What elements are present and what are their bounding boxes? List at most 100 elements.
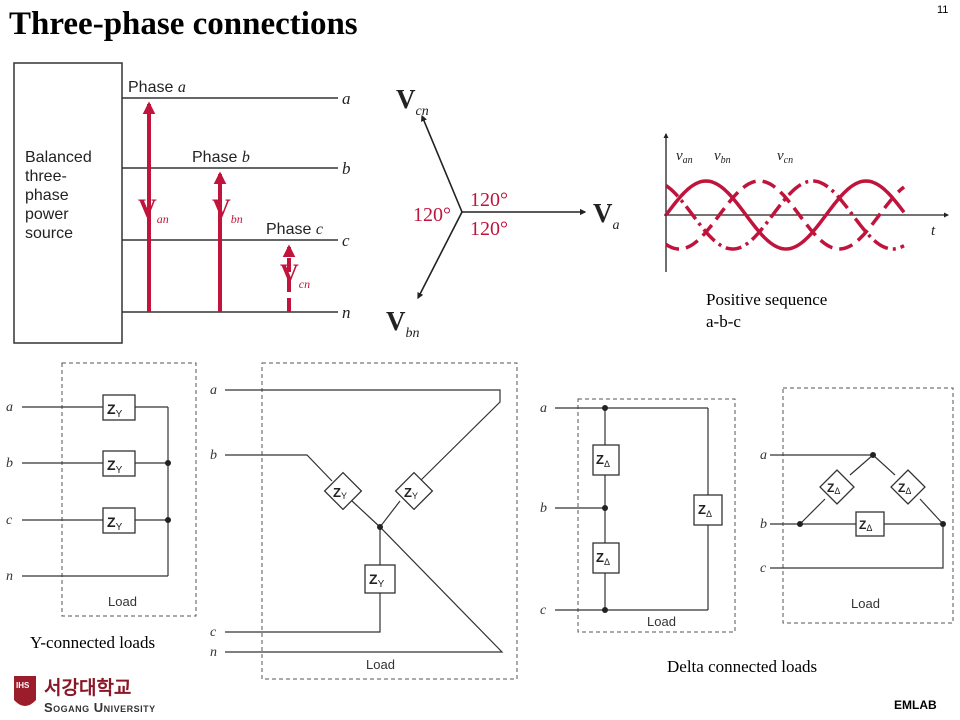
voltage-label-van: Van <box>138 194 169 226</box>
delta-large-terminal-a: a <box>760 448 767 463</box>
y-large-zy-right-label: ZY <box>404 485 418 501</box>
y-large-wire-n <box>225 526 504 653</box>
y-small-terminal-b: b <box>6 456 13 471</box>
phasor-vcn-arrow <box>421 114 463 213</box>
y-small-node-c <box>165 517 171 523</box>
university-seal-text: IHS <box>16 681 30 690</box>
y-large-neutral-node <box>377 524 383 530</box>
y-load-large-diagram: ZY ZY ZY a b c n Load <box>210 362 518 680</box>
y-small-terminal-a: a <box>6 400 13 415</box>
delta-small-node-a <box>602 405 608 411</box>
y-large-wire-b <box>225 454 333 482</box>
delta-large-load-label: Load <box>851 596 880 611</box>
footer-mark: EMLAB <box>894 698 937 712</box>
power-source-box <box>13 62 123 344</box>
waveform-time-label: t <box>931 223 936 239</box>
university-name-korean: 서강대학교 <box>44 677 131 699</box>
voltage-label-vcn: Vcn <box>280 259 310 291</box>
delta-small-node-c <box>602 607 608 613</box>
waveform-label-vcn: vcn <box>777 148 793 166</box>
y-small-zy-a-label: ZY <box>107 401 123 420</box>
y-large-wire-a <box>225 389 501 486</box>
delta-load-large-boundary <box>782 387 954 624</box>
waveform-label-van: van <box>676 148 693 166</box>
university-logo: IHS 서강대학교 Sogang University <box>14 676 156 715</box>
y-small-node-b <box>165 460 171 466</box>
delta-large-node-a <box>870 452 876 458</box>
three-phase-source-diagram: Balanced three- phase power source Phase… <box>13 62 351 344</box>
phase-a-label: Phase a <box>128 79 186 96</box>
delta-small-terminal-b: b <box>540 501 547 516</box>
waveform-plot: van vbn vcn t <box>663 132 950 272</box>
y-large-terminal-b: b <box>210 448 217 463</box>
source-box-label: Balanced three- phase power source <box>25 149 96 242</box>
delta-large-node-b <box>797 521 803 527</box>
y-large-zy-left <box>323 471 363 511</box>
y-small-zy-c-label: ZY <box>107 514 123 533</box>
delta-small-terminal-c: c <box>540 603 547 618</box>
delta-large-z-right <box>890 469 926 505</box>
delta-large-z-left-label: ZΔ <box>827 481 840 496</box>
delta-large-edge-right-down <box>919 498 944 525</box>
positive-sequence-caption: Positive sequence a-b-c <box>706 289 827 333</box>
y-large-terminal-c: c <box>210 625 217 640</box>
y-small-terminal-c: c <box>6 513 13 528</box>
delta-large-terminal-b: b <box>760 517 767 532</box>
delta-load-large-diagram: ZΔ ZΔ ZΔ a b c Load <box>760 387 954 624</box>
y-large-branch-right <box>379 500 401 528</box>
university-name-english: Sogang University <box>44 700 156 715</box>
voltage-label-vbn: Vbn <box>212 194 243 226</box>
university-seal-icon <box>14 676 36 706</box>
phasor-vbn-arrow <box>417 211 463 300</box>
delta-connected-caption: Delta connected loads <box>667 657 818 676</box>
angle-label-left: 120° <box>413 204 451 226</box>
phasor-label-vbn: Vbn <box>386 306 420 341</box>
delta-small-z-ab-label: ZΔ <box>596 452 610 469</box>
y-large-zy-bottom-label: ZY <box>369 571 385 590</box>
y-small-zy-b <box>102 450 136 477</box>
y-small-zy-c <box>102 507 136 534</box>
delta-large-terminal-c: c <box>760 561 767 576</box>
y-large-load-label: Load <box>366 657 395 672</box>
terminal-label-n: n <box>342 303 351 322</box>
phasor-label-va: Va <box>593 198 620 233</box>
positive-sequence-line2: a-b-c <box>706 312 741 331</box>
delta-small-z-ab <box>592 444 620 476</box>
angle-label-upper: 120° <box>470 189 508 211</box>
delta-small-terminal-a: a <box>540 401 547 416</box>
terminal-label-a: a <box>342 89 351 108</box>
y-large-zy-bottom <box>364 564 396 594</box>
y-large-zy-left-label: ZY <box>333 485 347 501</box>
delta-small-z-bc <box>592 542 620 574</box>
phase-b-label: Phase b <box>192 149 250 166</box>
y-small-zy-b-label: ZY <box>107 457 123 476</box>
delta-small-node-b <box>602 505 608 511</box>
delta-large-z-left <box>819 469 855 505</box>
delta-small-load-label: Load <box>647 614 676 629</box>
delta-load-small-diagram: ZΔ ZΔ ZΔ a b c Load <box>540 398 736 633</box>
delta-large-edge-right-up <box>872 454 896 476</box>
terminal-label-b: b <box>342 159 351 178</box>
terminal-label-c: c <box>342 231 350 250</box>
y-large-terminal-n: n <box>210 645 217 660</box>
delta-load-small-boundary <box>577 398 736 633</box>
y-large-branch-left <box>351 500 381 528</box>
delta-large-z-right-label: ZΔ <box>898 481 911 496</box>
y-load-small-boundary <box>61 362 197 617</box>
phasor-diagram: Vcn Va Vbn 120° 120° 120° <box>386 84 620 341</box>
y-large-terminal-a: a <box>210 383 217 398</box>
delta-small-z-ca-label: ZΔ <box>698 502 712 519</box>
y-connected-caption: Y-connected loads <box>30 633 156 652</box>
y-load-small-diagram: ZY ZY ZY a b c n Load <box>6 362 197 617</box>
slide-number: 11 <box>937 4 949 16</box>
y-small-load-label: Load <box>108 594 137 609</box>
positive-sequence-line1: Positive sequence <box>706 290 828 309</box>
waveform-vcn <box>664 179 905 251</box>
delta-large-node-c <box>940 521 946 527</box>
waveform-label-vbn: vbn <box>714 148 731 166</box>
delta-large-edge-left-down <box>849 454 874 476</box>
delta-large-z-bottom <box>855 511 885 537</box>
waveform-van <box>664 179 906 251</box>
y-large-zy-right <box>394 471 434 511</box>
